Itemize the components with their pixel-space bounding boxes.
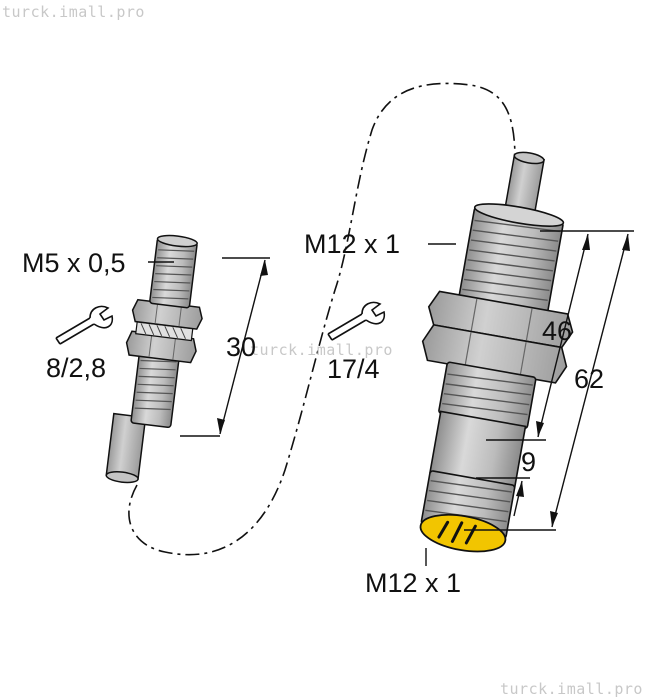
watermark-top-left: turck.imall.pro	[2, 3, 145, 21]
large-sensor-lower-nut	[421, 324, 568, 384]
large-wrench-label: 17/4	[327, 354, 380, 384]
wrench-icon	[55, 305, 114, 345]
large-thread-length-label: 46	[542, 316, 573, 346]
large-connector-label: M12 x 1	[365, 568, 462, 598]
large-connector-length-label: 9	[521, 447, 537, 477]
large-thread-label: M12 x 1	[304, 229, 401, 259]
small-length-dimension	[180, 257, 270, 437]
watermark-center: turck.imall.pro	[250, 341, 393, 359]
connector-face	[419, 513, 507, 553]
small-length-label: 30	[226, 332, 257, 362]
small-wrench-label: 8/2,8	[46, 353, 107, 383]
large-sensor	[419, 151, 574, 553]
wrench-icon	[327, 301, 386, 341]
dashed-cable-line	[128, 82, 516, 556]
watermark-bottom-right: turck.imall.pro	[500, 680, 643, 698]
large-total-length-label: 62	[574, 364, 605, 394]
small-thread-label: M5 x 0,5	[22, 248, 126, 278]
small-sensor	[105, 234, 203, 484]
